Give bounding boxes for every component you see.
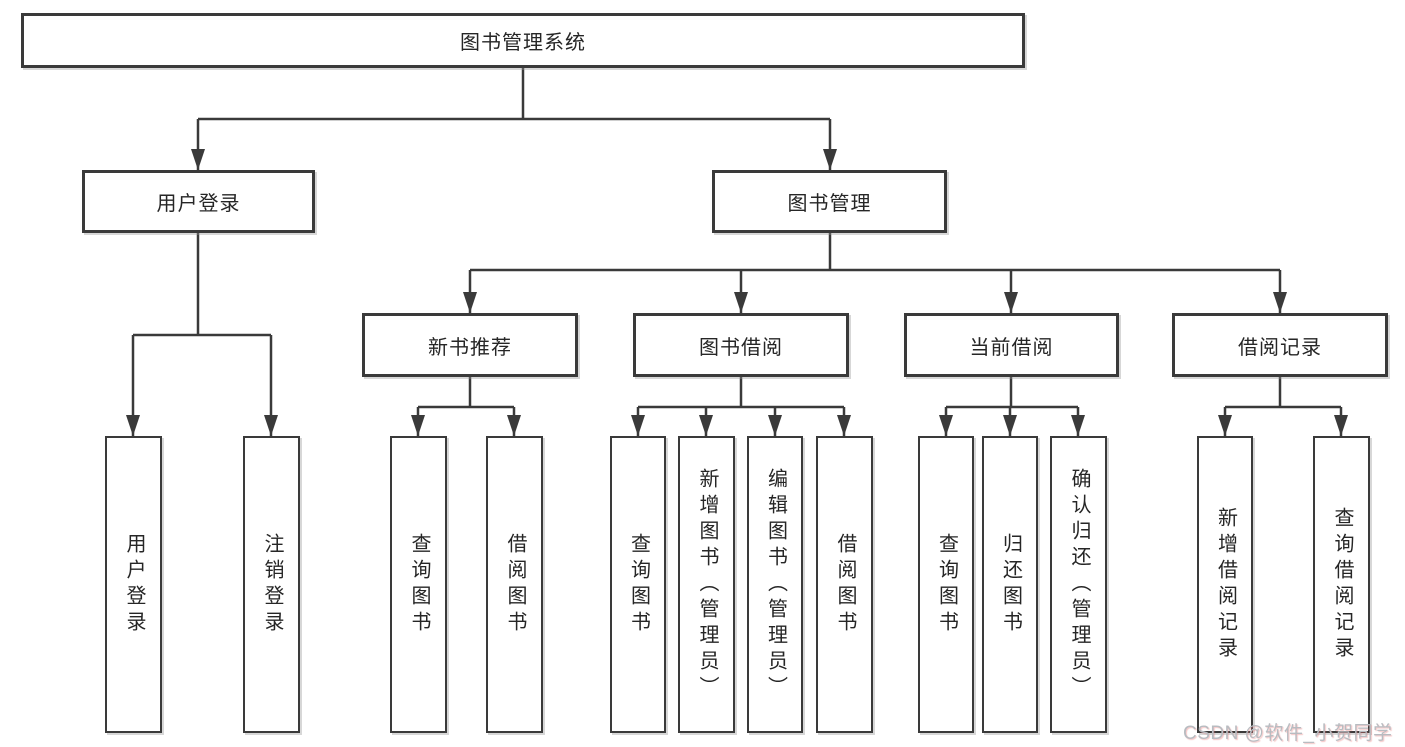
node-borrow-records: 借阅记录	[1172, 313, 1388, 377]
node-leaf-confirm-return: 确认归还（管理员）	[1050, 436, 1107, 733]
node-leaf-add-borrow-record: 新增借阅记录	[1197, 436, 1253, 733]
node-leaf-borrow-book-1: 借阅图书	[486, 436, 543, 733]
node-current-borrow: 当前借阅	[904, 313, 1119, 377]
node-label: 查询图书	[408, 532, 430, 637]
node-label: 查询图书	[627, 532, 650, 637]
node-label: 用户登录	[123, 532, 145, 637]
node-label: 借阅记录	[1238, 336, 1322, 359]
node-book-borrow: 图书借阅	[633, 313, 849, 377]
node-leaf-query-book-3: 查询图书	[918, 436, 974, 733]
node-leaf-query-book-1: 查询图书	[390, 436, 447, 733]
node-label: 新增借阅记录	[1214, 506, 1237, 663]
node-leaf-logout: 注销登录	[243, 436, 300, 733]
node-label: 借阅图书	[504, 532, 526, 637]
node-new-book-rec: 新书推荐	[362, 313, 578, 377]
node-leaf-return-book: 归还图书	[982, 436, 1038, 733]
node-label: 当前借阅	[969, 336, 1054, 359]
node-label: 新书推荐	[428, 336, 512, 359]
node-label: 编辑图书（管理员）	[764, 467, 787, 702]
node-leaf-add-book: 新增图书（管理员）	[678, 436, 735, 733]
node-leaf-query-borrow-record: 查询借阅记录	[1313, 436, 1370, 733]
node-leaf-borrow-book-2: 借阅图书	[816, 436, 873, 733]
node-book-mgmt: 图书管理	[712, 170, 947, 233]
node-label: 借阅图书	[834, 532, 856, 637]
node-label: 确认归还（管理员）	[1068, 467, 1090, 702]
node-label: 注销登录	[261, 532, 283, 637]
node-label: 用户登录	[156, 193, 241, 215]
node-leaf-query-book-2: 查询图书	[610, 436, 666, 733]
node-root: 图书管理系统	[21, 13, 1025, 68]
node-label: 归还图书	[999, 532, 1022, 637]
node-label: 图书管理系统	[460, 32, 586, 54]
csdn-watermark: CSDN @软件_小贺同学	[1183, 723, 1393, 744]
node-label: 图书借阅	[699, 336, 783, 359]
node-label: 新增图书（管理员）	[696, 467, 718, 702]
node-label: 查询图书	[935, 532, 958, 637]
node-label: 查询借阅记录	[1331, 506, 1353, 663]
node-label: 图书管理	[787, 193, 872, 215]
node-user-login: 用户登录	[82, 170, 315, 233]
node-leaf-user-login: 用户登录	[105, 436, 162, 733]
node-leaf-edit-book: 编辑图书（管理员）	[747, 436, 803, 733]
